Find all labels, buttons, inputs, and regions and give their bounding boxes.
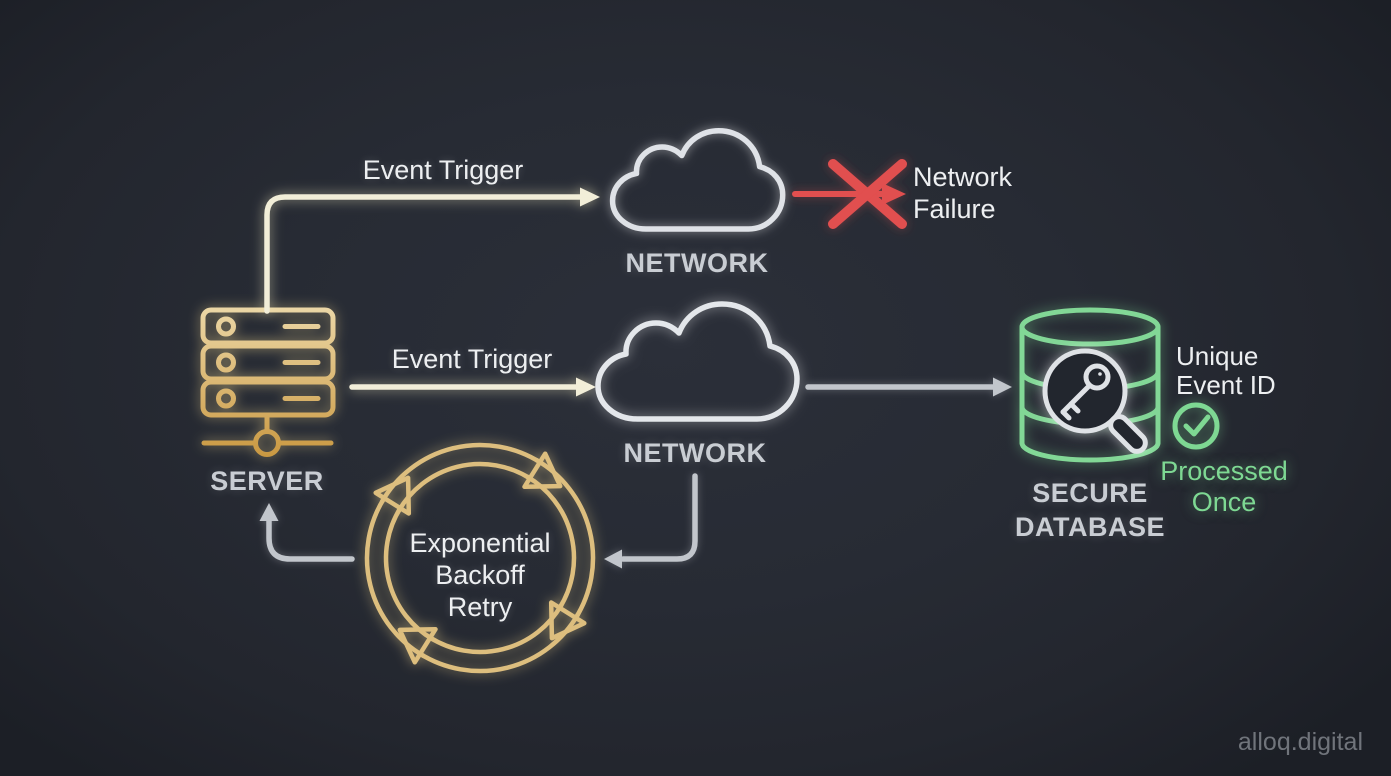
processed-once-label: Processed Once	[1134, 456, 1314, 518]
event-trigger-top-label: Event Trigger	[362, 155, 524, 185]
network-mid-label: NETWORK	[623, 438, 767, 468]
unique-event-id-label: Unique Event ID	[1176, 342, 1276, 400]
network-failure-line2: Failure	[913, 194, 996, 224]
network-failure-line1: Network	[913, 162, 1013, 192]
watermark: alloq.digital	[1237, 728, 1363, 756]
network-to-database-arrow	[805, 377, 1012, 397]
event-trigger-arrow-top	[264, 187, 600, 314]
network-failure-x-icon	[792, 159, 907, 229]
network-to-retry-arrow	[604, 473, 698, 569]
event-trigger-arrow-mid	[349, 377, 596, 397]
secure-database-line2: DATABASE	[1015, 512, 1165, 542]
server-label: SERVER	[210, 466, 324, 496]
retry-loop-label: Exponential Backoff Retry	[380, 527, 580, 623]
processed-once-line1: Processed	[1160, 456, 1288, 486]
network-failure-label: Network Failure	[913, 161, 1012, 225]
retry-to-server-arrow	[259, 503, 355, 562]
secure-database-label: SECURE DATABASE	[990, 476, 1190, 544]
check-circle-icon	[1172, 402, 1220, 450]
network-top-label: NETWORK	[625, 248, 769, 278]
magnifier-key-icon	[1042, 348, 1148, 454]
network-cloud-top-icon	[613, 131, 783, 229]
network-cloud-mid-icon	[598, 304, 797, 419]
processed-once-line2: Once	[1191, 487, 1257, 517]
secure-database-line1: SECURE	[1032, 478, 1148, 508]
server-icon	[200, 307, 336, 457]
event-trigger-mid-label: Event Trigger	[391, 344, 553, 374]
unique-event-id-line2: Event ID	[1176, 370, 1276, 400]
retry-loop-line2: Backoff	[435, 560, 525, 590]
retry-loop-line3: Retry	[447, 592, 513, 622]
unique-event-id-line1: Unique	[1176, 341, 1259, 371]
retry-loop-line1: Exponential	[409, 528, 551, 558]
